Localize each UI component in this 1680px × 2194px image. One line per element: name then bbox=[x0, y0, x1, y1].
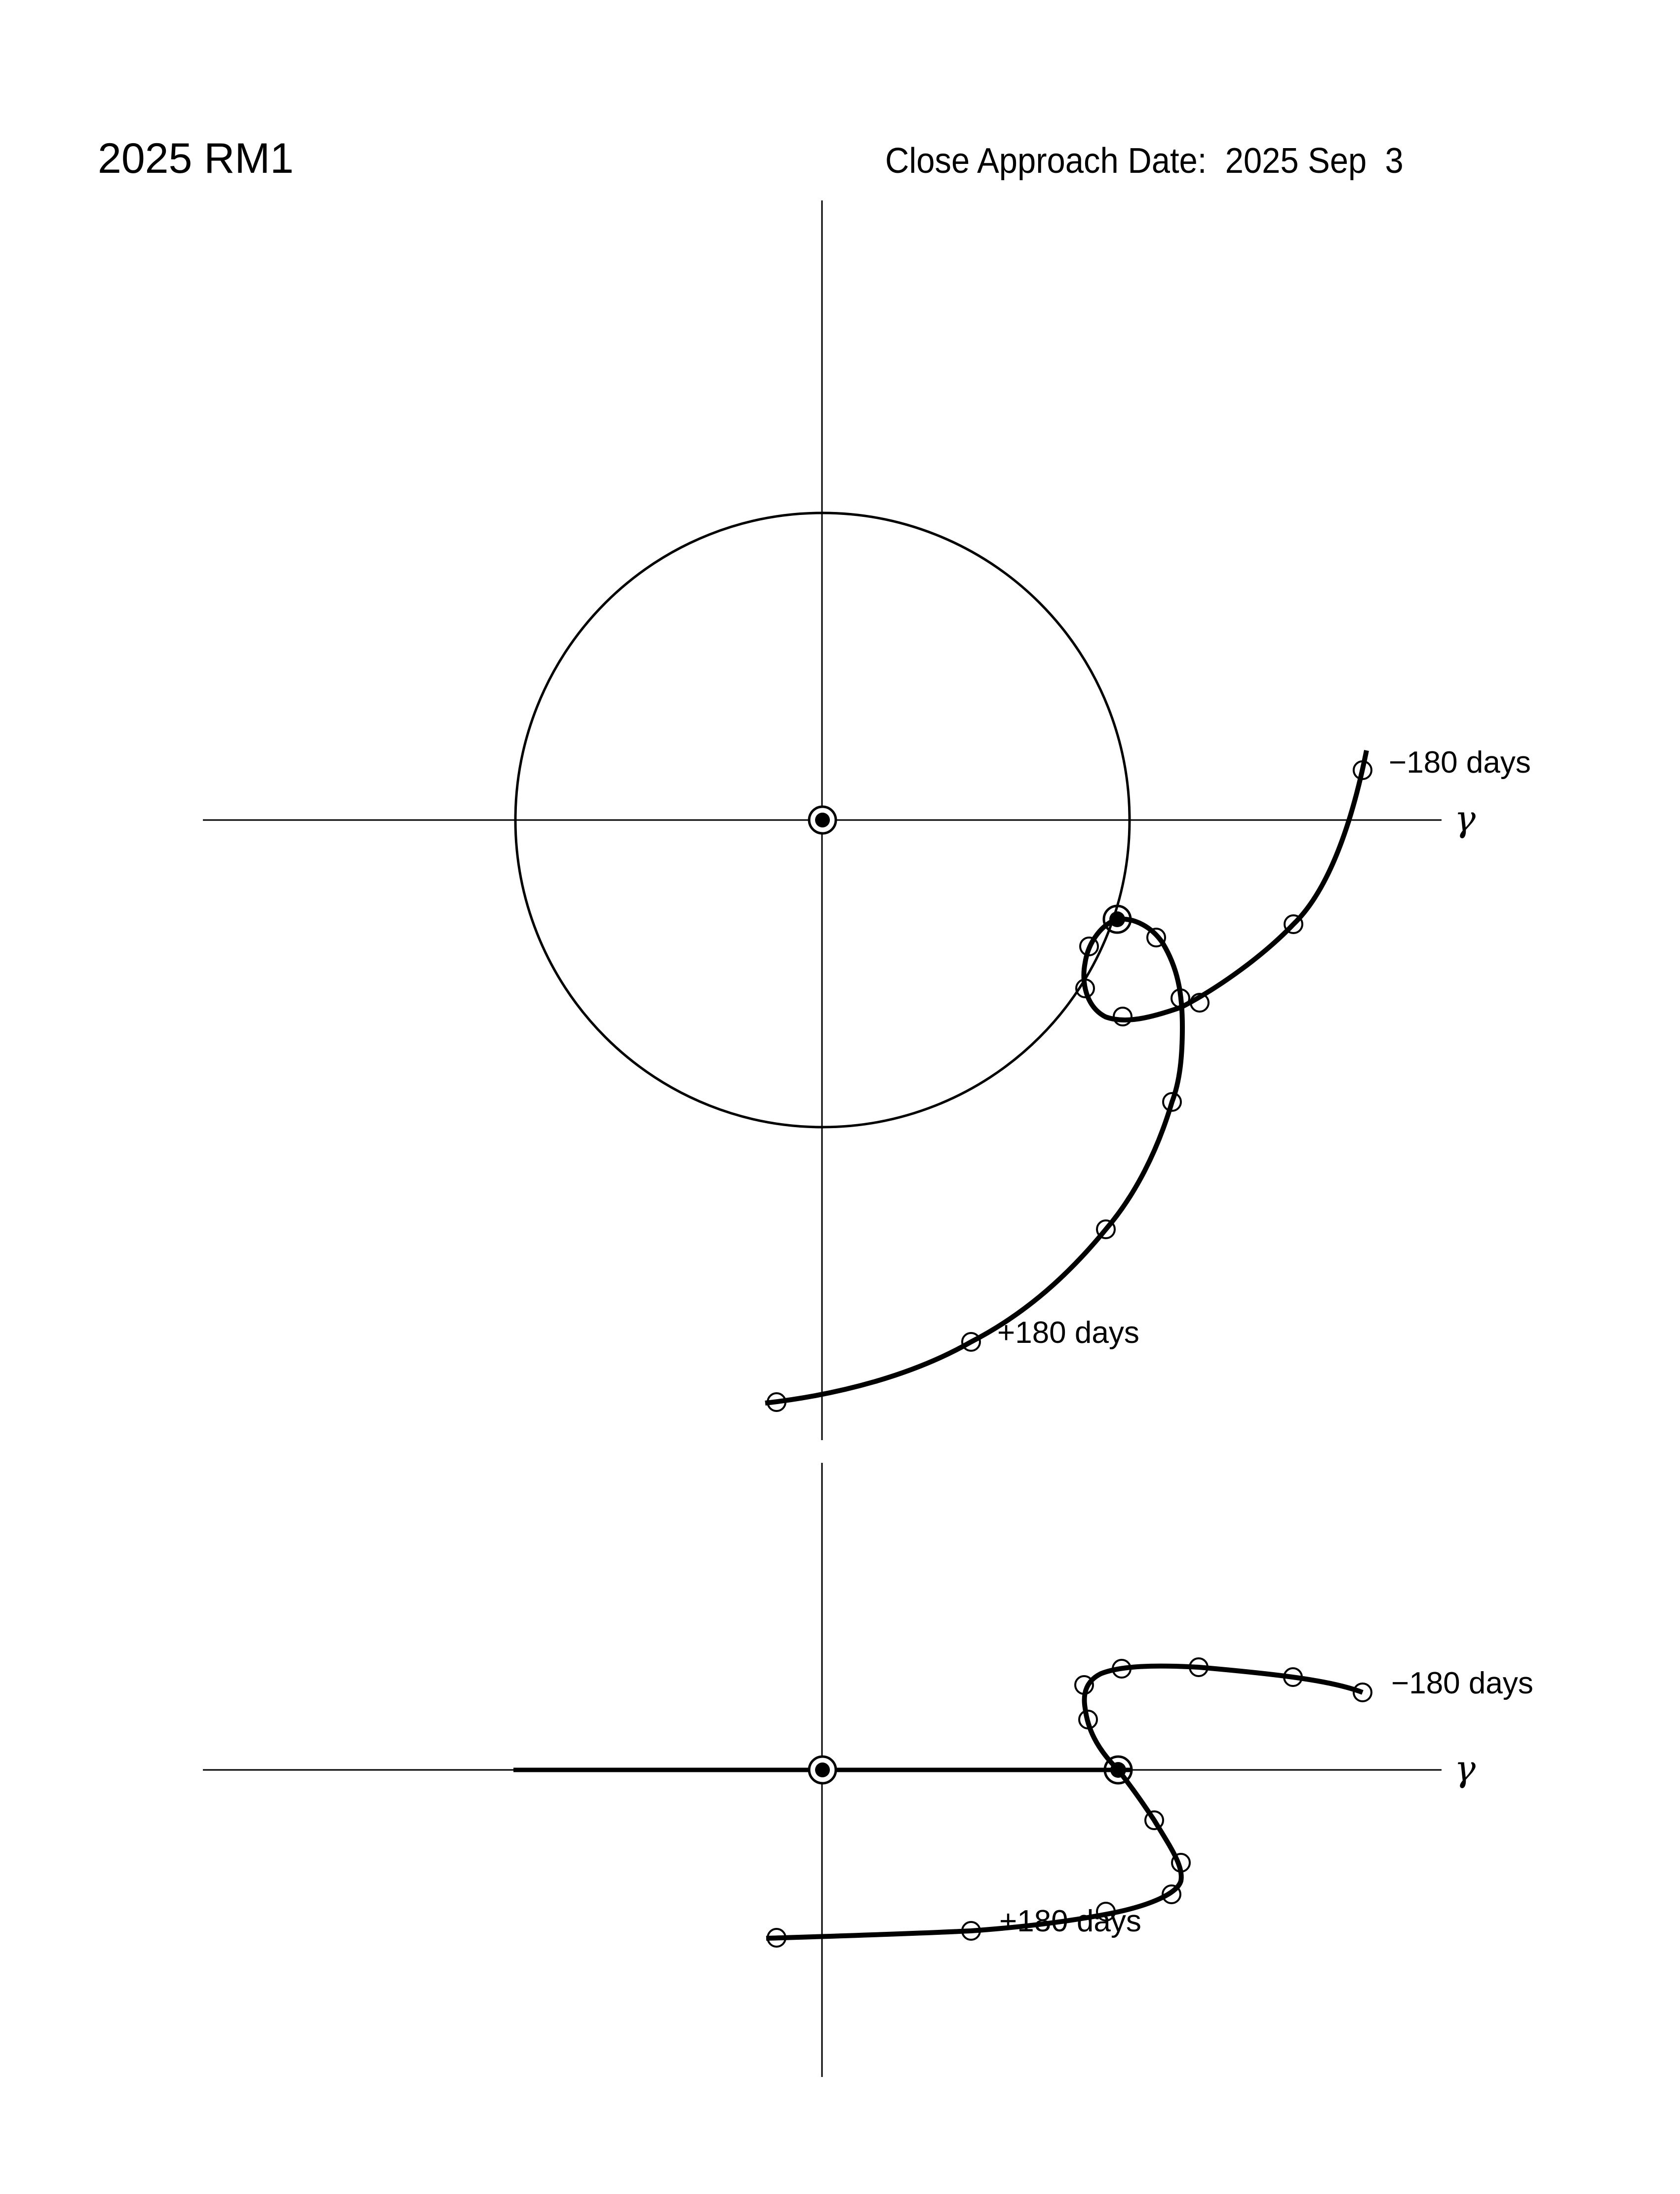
marker-icon bbox=[1171, 988, 1190, 1008]
bottom-plot: −180 days +180 days γ bbox=[203, 1463, 1533, 2077]
marker-icon bbox=[1075, 979, 1095, 998]
earth-icon bbox=[808, 1755, 837, 1785]
close-approach-marker-icon bbox=[1102, 904, 1132, 934]
marker-icon bbox=[1162, 1092, 1182, 1112]
close-approach-date: Close Approach Date: 2025 Sep 3 bbox=[885, 141, 1404, 181]
top-day-markers bbox=[767, 760, 1372, 1412]
marker-icon bbox=[1096, 1902, 1116, 1921]
marker-icon bbox=[767, 1392, 786, 1412]
marker-icon bbox=[1074, 1675, 1094, 1695]
bottom-trajectory bbox=[766, 1663, 1364, 1941]
marker-icon bbox=[961, 1332, 981, 1352]
marker-icon bbox=[1283, 1667, 1303, 1687]
marker-icon bbox=[1353, 760, 1372, 780]
marker-icon bbox=[1112, 1659, 1132, 1679]
marker-icon bbox=[1190, 993, 1210, 1013]
marker-icon bbox=[1162, 1884, 1181, 1904]
marker-icon bbox=[1144, 1810, 1164, 1830]
marker-icon bbox=[1353, 1683, 1372, 1702]
close-approach-marker-icon bbox=[1103, 1755, 1133, 1785]
marker-icon bbox=[1146, 928, 1166, 947]
marker-icon bbox=[1189, 1657, 1209, 1677]
marker-icon bbox=[1078, 1710, 1098, 1729]
top-trajectory bbox=[765, 750, 1369, 1406]
marker-icon bbox=[1171, 1853, 1191, 1873]
marker-icon bbox=[1079, 937, 1099, 956]
top-plus-180-label: +180 days bbox=[997, 1316, 1139, 1350]
marker-icon bbox=[961, 1921, 981, 1941]
lunar-orbit-circle bbox=[514, 511, 1131, 1129]
marker-icon bbox=[1096, 1219, 1116, 1239]
top-gamma-label: γ bbox=[1454, 798, 1476, 839]
bottom-minus-180-label: −180 days bbox=[1391, 1666, 1533, 1700]
bottom-day-markers bbox=[767, 1657, 1372, 1948]
marker-icon bbox=[1113, 1007, 1133, 1026]
bottom-gamma-label: γ bbox=[1454, 1748, 1476, 1789]
marker-icon bbox=[767, 1928, 786, 1948]
earth-icon bbox=[808, 805, 837, 835]
object-name-title: 2025 RM1 bbox=[98, 135, 294, 182]
bottom-plus-180-label: +180 days bbox=[999, 1904, 1141, 1938]
top-minus-180-label: −180 days bbox=[1389, 745, 1531, 780]
top-plot: −180 days +180 days γ bbox=[203, 200, 1531, 1440]
marker-icon bbox=[1284, 914, 1303, 934]
